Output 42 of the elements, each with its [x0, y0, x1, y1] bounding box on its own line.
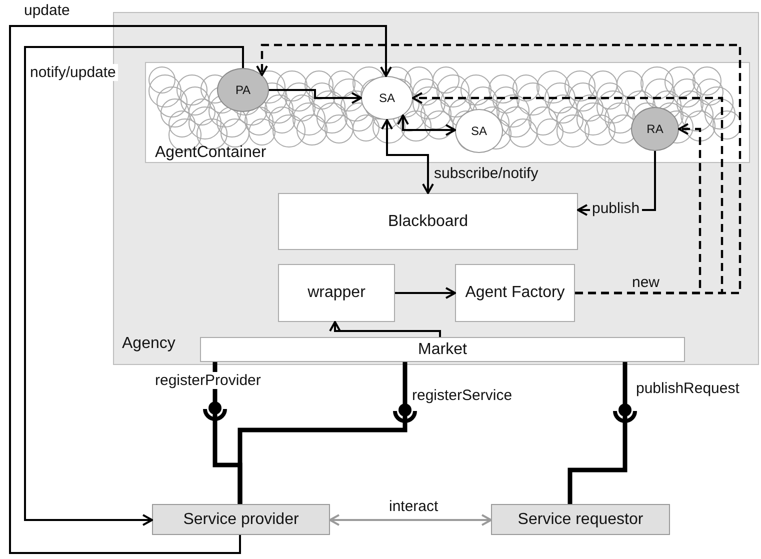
arrow	[381, 119, 434, 194]
edge-label: subscribe/notify	[432, 165, 540, 182]
node-label: Service requestor	[518, 510, 644, 528]
agent-ellipse	[217, 68, 269, 112]
arrow	[395, 287, 456, 299]
market-bar	[200, 337, 685, 362]
node-label: SA	[470, 124, 487, 138]
node-label: Agency	[122, 335, 176, 353]
agent-ellipse	[455, 109, 503, 153]
arrow	[24, 46, 244, 526]
interface-connector	[568, 362, 628, 504]
container-panel	[145, 62, 750, 163]
edge-label: registerService	[410, 387, 514, 404]
dashed-arrow	[412, 92, 724, 294]
arrow	[329, 321, 441, 337]
edge-label: registerProvider	[153, 372, 263, 389]
arrow	[269, 89, 362, 104]
edge-label: publish	[590, 200, 642, 217]
node-label: AgentContainer	[155, 144, 266, 162]
node-label: Service provider	[183, 510, 299, 528]
agent-ellipse	[631, 107, 679, 151]
edge-label: update	[22, 2, 72, 19]
interface-connector	[238, 362, 408, 504]
arrow	[397, 114, 456, 136]
node-label: Agent Factory	[465, 284, 565, 302]
dashed-arrow	[256, 44, 742, 294]
node-label: wrapper	[308, 284, 366, 302]
agent-ellipse	[361, 76, 413, 120]
arrow	[329, 514, 492, 526]
node-label: SA	[378, 91, 395, 105]
node-label: Market	[418, 340, 467, 358]
actor-box	[491, 504, 670, 535]
arrow	[9, 25, 392, 554]
node-label: RA	[646, 122, 664, 136]
component-box	[455, 264, 575, 322]
edge-label: notify/update	[28, 64, 118, 81]
node-label: PA	[235, 83, 251, 97]
component-box	[278, 264, 395, 322]
node-label: Blackboard	[388, 212, 468, 230]
component-box	[278, 193, 578, 250]
edge-label: publishRequest	[634, 380, 742, 397]
actor-box	[152, 504, 330, 535]
